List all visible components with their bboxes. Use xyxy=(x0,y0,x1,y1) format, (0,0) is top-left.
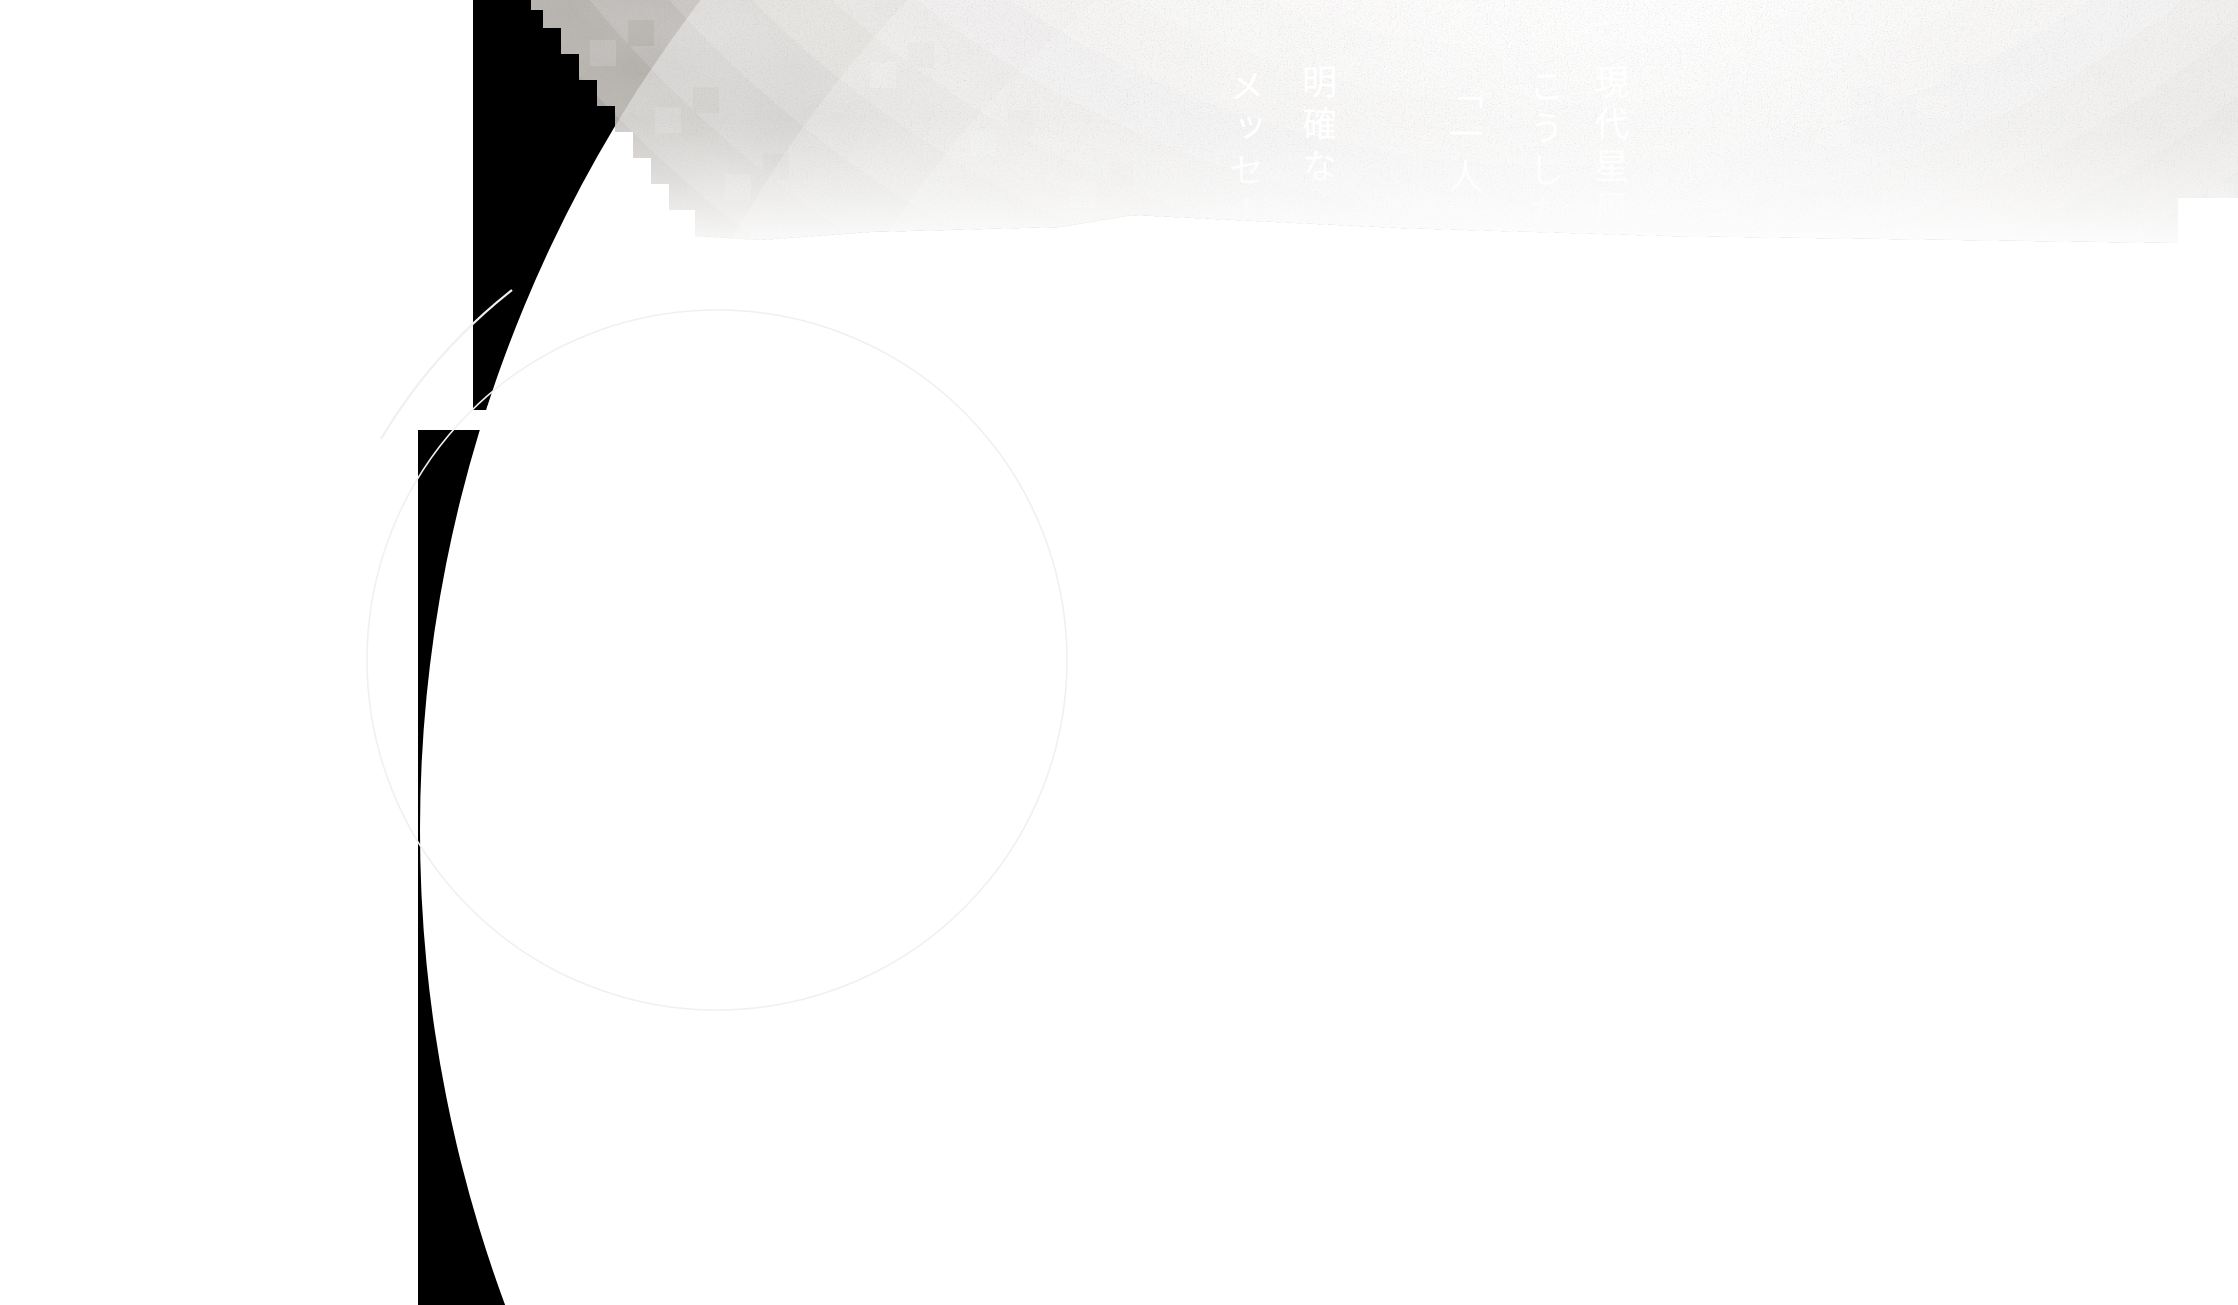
white-circle-mask xyxy=(420,0,2238,1305)
bottom-fade xyxy=(513,100,2238,243)
faint-outline-arc xyxy=(380,289,513,440)
faint-outline-circle xyxy=(366,309,1068,1011)
